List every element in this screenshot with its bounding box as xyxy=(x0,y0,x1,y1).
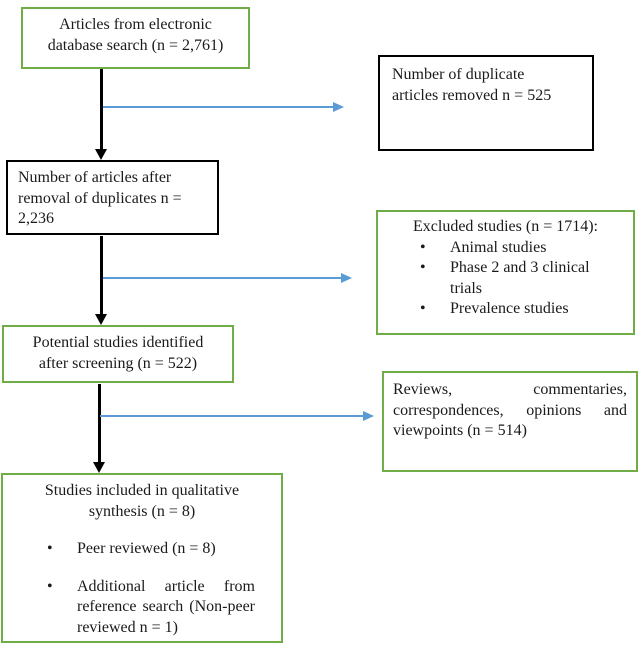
right-arrow-to-reviews-excluded xyxy=(100,411,374,421)
down-arrow-source-to-afterdup xyxy=(95,69,107,160)
bullet-text: Phase 2 and 3 clinical trials xyxy=(450,259,590,297)
bullet-text: Animal studies xyxy=(450,238,547,256)
box-duplicates-removed: Number of duplicate articles removed n =… xyxy=(378,55,594,151)
box-included-studies-heading: Studies included in qualitative synthesi… xyxy=(44,482,240,520)
list-item: • Animal studies xyxy=(378,238,633,259)
down-arrow-afterdup-to-screening xyxy=(95,236,107,325)
list-item: • Peer reviewed (n = 8) xyxy=(3,539,281,560)
box-database-search-text: Articles from electronic database search… xyxy=(47,16,224,54)
box-excluded-studies-heading: Excluded studies (n = 1714): xyxy=(413,218,598,235)
bullet-icon: • xyxy=(420,259,426,276)
box-after-screening: Potential studies identified after scree… xyxy=(2,325,234,383)
bullet-icon: • xyxy=(420,300,426,317)
box-reviews-excluded: Reviews, commentaries, correspondences, … xyxy=(382,371,638,472)
box-duplicates-removed-text: Number of duplicate articles removed n =… xyxy=(392,66,552,104)
bullet-icon: • xyxy=(420,238,426,256)
box-after-duplicate-removal-text: Number of articles after removal of dupl… xyxy=(18,169,182,227)
box-after-screening-text: Potential studies identified after scree… xyxy=(32,334,204,372)
list-item: • Prevalence studies xyxy=(378,299,633,320)
box-reviews-excluded-text: Reviews, commentaries, correspondences, … xyxy=(393,381,627,439)
down-arrow-screening-to-included xyxy=(93,384,105,473)
right-arrow-to-excluded-studies xyxy=(103,273,352,283)
box-included-studies: Studies included in qualitative synthesi… xyxy=(1,473,283,643)
bullet-text: Peer reviewed (n = 8) xyxy=(77,540,216,557)
bullet-icon: • xyxy=(47,577,53,595)
box-after-duplicate-removal: Number of articles after removal of dupl… xyxy=(6,160,219,235)
box-excluded-studies: Excluded studies (n = 1714): • Animal st… xyxy=(376,210,635,335)
bullet-icon: • xyxy=(47,540,53,557)
list-item: • Phase 2 and 3 clinical trials xyxy=(378,258,633,299)
box-database-search: Articles from electronic database search… xyxy=(21,7,250,69)
bullet-text: Prevalence studies xyxy=(450,300,569,317)
list-item: • Additional article from reference sear… xyxy=(3,577,281,639)
bullet-text: Additional article from reference search… xyxy=(77,577,255,636)
right-arrow-to-duplicates-removed xyxy=(103,102,344,112)
